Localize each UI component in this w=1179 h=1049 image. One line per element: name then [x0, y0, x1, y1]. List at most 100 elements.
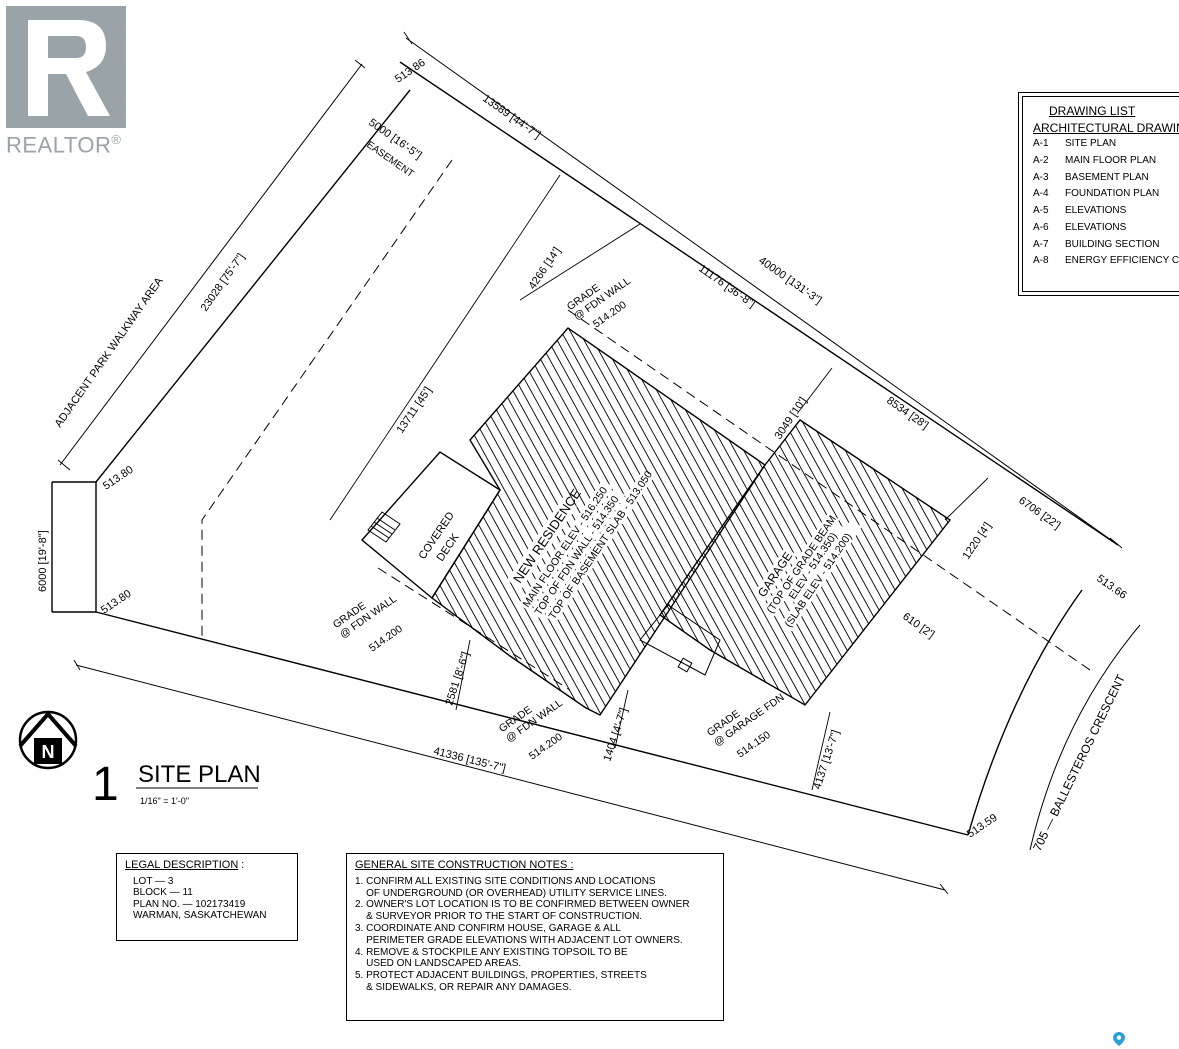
- list-item: A-6 ELEVATIONS: [1033, 220, 1179, 237]
- legal-colon: :: [241, 859, 245, 871]
- grade-label: GRADE @ GARAGE FDN: [705, 691, 787, 748]
- dim-label: 13711 [45']: [395, 385, 435, 436]
- residence-labels: NEW RESIDENCE MAIN FLOOR ELEV - 516.250 …: [506, 469, 655, 624]
- dim-label: 2581 [8'-6"]: [443, 650, 472, 707]
- east-curved-lot-line: [967, 589, 1083, 836]
- drawing-code: A-5: [1033, 205, 1049, 217]
- realtor-wordmark: REALTOR®: [6, 132, 121, 158]
- drawing-list: DRAWING LIST ARCHITECTURAL DRAWING A-1 SI…: [1022, 96, 1179, 292]
- legal-line: PLAN NO. — 102173419: [133, 898, 246, 910]
- grade-value: 514.150: [735, 729, 773, 761]
- front-entry: [639, 604, 721, 676]
- northwest-lot-line: [95, 89, 411, 483]
- dim-label: 1404 [4'-7"]: [601, 706, 630, 763]
- registered-mark: ®: [111, 132, 122, 147]
- dim-label: 513.86: [393, 57, 428, 86]
- notes-line: 3. COORDINATE AND CONFIRM HOUSE, GARAGE …: [355, 922, 621, 934]
- legal-line: BLOCK — 11: [133, 887, 193, 898]
- notes-line: PERIMETER GRADE ELEVATIONS WITH ADJACENT…: [355, 934, 683, 946]
- drawing-name: BASEMENT PLAN: [1065, 171, 1149, 183]
- map-pin-icon[interactable]: [1113, 1032, 1125, 1046]
- list-item: A-3 BASEMENT PLAN: [1033, 170, 1179, 187]
- legal-line: LOT — 3: [133, 875, 174, 887]
- residence-elev: TOP OF FDN WALL - 514.350: [533, 494, 622, 618]
- drawing-name: ELEVATIONS: [1065, 205, 1127, 217]
- realtor-text: REALTOR: [6, 132, 112, 158]
- street-name-label: 705 — BALLESTEROS CRESCENT: [1030, 672, 1128, 854]
- dim-label: 40000 [131'-3"]: [756, 255, 823, 307]
- notes-line: 2. OWNER'S LOT LOCATION IS TO BE CONFIRM…: [355, 899, 690, 911]
- setback-line: [567, 309, 1091, 671]
- realtor-logo: [6, 6, 126, 128]
- dim-label: 3049 [10']: [773, 395, 810, 441]
- dim-label: 23028 [75'-7"]: [199, 251, 248, 313]
- entry-marker: [677, 657, 693, 673]
- sheet-scale: 1/16" = 1'-0": [140, 796, 189, 806]
- north-arrow: N: [18, 710, 78, 770]
- dim-label: 4137 [13'-7"]: [811, 729, 841, 791]
- dimension-ticks: [57, 31, 1123, 895]
- street-curb-line: [1029, 624, 1141, 851]
- legal-line: WARMAN, SASKATCHEWAN: [133, 910, 267, 921]
- drawing-code: A-7: [1033, 238, 1049, 250]
- dim-line: [405, 37, 1119, 546]
- drawing-name: ENERGY EFFICIENCY C: [1065, 255, 1179, 267]
- legal-description-box: LEGAL DESCRIPTION : LOT — 3 BLOCK — 11 P…: [116, 853, 298, 941]
- new-residence-footprint: [431, 327, 766, 716]
- south-lot-line: [95, 611, 969, 836]
- dim-label: 8534 [28']: [884, 395, 930, 432]
- dim-label: 610 [2']: [900, 611, 936, 641]
- dim-line: [75, 664, 946, 891]
- drawing-list-frame: [1018, 92, 1179, 296]
- drawing-code: A-6: [1033, 221, 1049, 233]
- drawing-name: BUILDING SECTION: [1065, 238, 1160, 250]
- park-area-label: ADJACENT PARK WALKWAY AREA: [53, 275, 166, 430]
- sheet-title: SITE PLAN: [138, 761, 261, 788]
- list-item: A-4 FOUNDATION PLAN: [1033, 186, 1179, 203]
- drawing-list-title: DRAWING LIST: [1049, 104, 1136, 118]
- dim-line: [59, 63, 363, 466]
- notes-line: & SURVEYOR PRIOR TO THE START OF CONSTRU…: [355, 911, 643, 923]
- notes-line: OF UNDERGROUND (OR OVERHEAD) UTILITY SER…: [355, 887, 667, 899]
- construction-notes-box: GENERAL SITE CONSTRUCTION NOTES : 1. CON…: [346, 853, 724, 1021]
- drawing-code: A-8: [1033, 255, 1049, 267]
- grade-value: 514.200: [367, 623, 405, 655]
- notes-title: GENERAL SITE CONSTRUCTION NOTES :: [355, 859, 574, 871]
- dim-label: 1220 [4']: [961, 520, 994, 561]
- residence-hatch: [432, 328, 765, 715]
- realtor-r-icon: [28, 20, 110, 116]
- elevation-label: 513.66: [1094, 573, 1128, 602]
- drawing-code: A-4: [1033, 188, 1049, 200]
- dim-label: 6000 [19'-8"]: [37, 530, 49, 592]
- list-item: A-5 ELEVATIONS: [1033, 203, 1179, 220]
- covered-deck: [360, 451, 501, 600]
- grade-value: 514.200: [527, 731, 565, 763]
- drawing-name: ELEVATIONS: [1065, 221, 1127, 233]
- list-item: A-7 BUILDING SECTION: [1033, 237, 1179, 254]
- elevation-label: 513.59: [965, 812, 1000, 841]
- notes-line: USED ON LANDSCAPED AREAS.: [355, 958, 522, 970]
- drawing-name: SITE PLAN: [1065, 138, 1117, 150]
- dim-label: 11176 [36'-8"]: [696, 263, 757, 311]
- elevation-label: 513.80: [101, 464, 136, 493]
- drawing-code: A-1: [1033, 138, 1049, 150]
- legal-title: LEGAL DESCRIPTION: [125, 859, 239, 871]
- deck-stairs: [367, 511, 401, 543]
- north-letter: N: [42, 742, 55, 762]
- drawing-name: FOUNDATION PLAN: [1065, 188, 1160, 200]
- easement-line: [201, 159, 453, 640]
- elevation-label: 513.80: [99, 588, 134, 617]
- dim-label: 13589 [44'-7"]: [480, 93, 542, 142]
- drawing-code: A-2: [1033, 155, 1049, 167]
- north-lot-line: [399, 61, 1119, 546]
- list-item: A-8 ENERGY EFFICIENCY C: [1033, 253, 1179, 270]
- notes-line: 1. CONFIRM ALL EXISTING SITE CONDITIONS …: [355, 875, 656, 887]
- notes-line: & SIDEWALKS, OR REPAIR ANY DAMAGES.: [355, 981, 572, 993]
- drawing-list-subtitle: ARCHITECTURAL DRAWING: [1033, 120, 1179, 135]
- drawing-code: A-3: [1033, 171, 1049, 183]
- notes-line: 4. REMOVE & STOCKPILE ANY EXISTING TOPSO…: [355, 946, 628, 958]
- notes-line: 5. PROTECT ADJACENT BUILDINGS, PROPERTIE…: [355, 970, 647, 982]
- list-item: A-1 SITE PLAN: [1033, 136, 1179, 153]
